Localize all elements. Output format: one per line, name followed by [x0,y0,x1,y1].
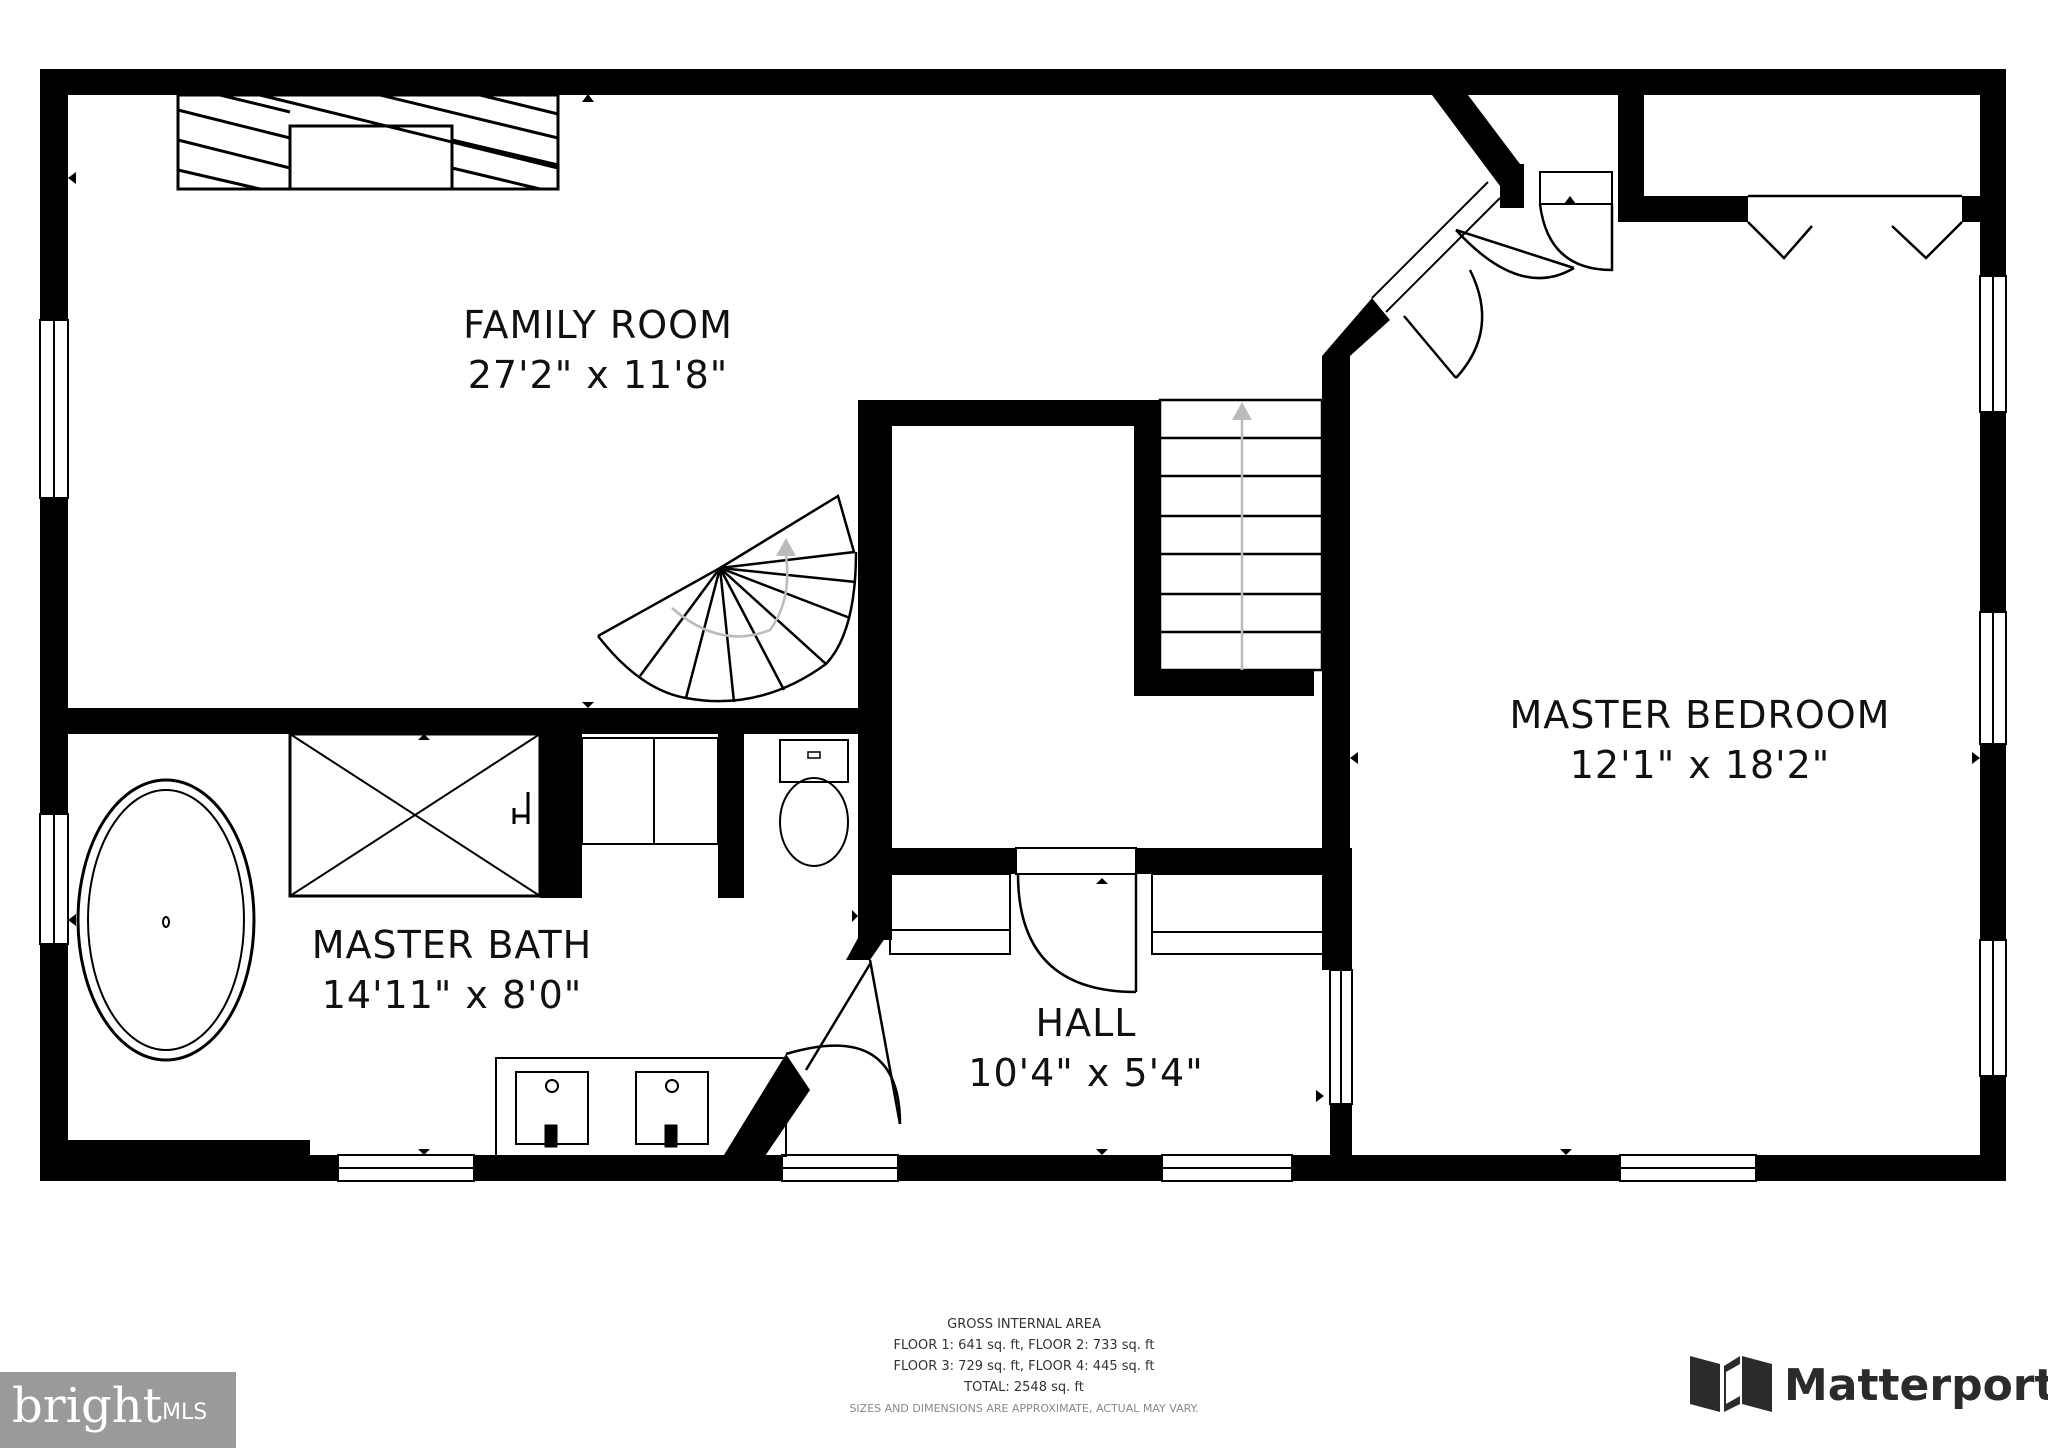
window-sills [53,276,1994,1169]
master-bedroom-dims: 12'1" x 18'2" [1570,743,1831,787]
wall-left [40,69,68,1181]
wall-diag-bedroom [1322,298,1390,356]
bathtub [76,778,256,1062]
wall-stair-top [858,400,1142,426]
spiral-stair [597,494,858,703]
hall-dims: 10'4" x 5'4" [968,1051,1203,1095]
area-summary: GROSS INTERNAL AREA FLOOR 1: 641 sq. ft,… [849,1317,1198,1415]
dimension-markers [68,94,1980,1155]
bright-mls-logo: bright MLS [0,1372,236,1448]
hall-closets [889,847,1331,955]
matterport-icon [1690,1356,1772,1412]
wall-bath-bottom-left [40,1140,310,1181]
area-line-2: FLOOR 3: 729 sq. ft, FLOOR 4: 445 sq. ft [894,1359,1155,1374]
matterport-logo: Matterport [1690,1356,2048,1412]
wall-stair-step [1134,670,1314,696]
wall-diag-top [1432,95,1520,186]
wall-closet-bottom [1618,196,1748,222]
wall-family-south [40,708,868,734]
mls-wordmark: MLS [162,1400,208,1425]
family-room-dims: 27'2" x 11'8" [468,353,729,397]
area-line-1: FLOOR 1: 641 sq. ft, FLOOR 2: 733 sq. ft [894,1338,1155,1353]
master-bath-name: MASTER BATH [312,923,593,967]
wall-shower-right [540,726,582,898]
master-bedroom-name: MASTER BEDROOM [1510,693,1891,737]
bath-fixtures [76,732,849,1157]
toilet-bowl [779,777,849,867]
wall-hall-east-upper [1330,848,1352,970]
wall-hall-diag-2 [846,916,892,960]
fireplace [176,93,560,191]
area-total: TOTAL: 2548 sq. ft [963,1380,1084,1395]
master-bath-dims: 14'11" x 8'0" [322,973,583,1017]
bright-wordmark: bright [12,1378,162,1434]
matterport-wordmark: Matterport [1784,1360,2048,1411]
wall-closet-bottom-2 [1962,196,2006,222]
area-heading: GROSS INTERNAL AREA [947,1317,1101,1332]
hall-name: HALL [1036,1001,1137,1045]
shower [288,732,542,898]
linen-closet [581,737,719,845]
toilet-tank [779,739,849,783]
wall-wc-divider [718,734,744,898]
wall-hall-east-lower [1330,1104,1352,1181]
wall-stair-inner [1134,400,1160,696]
wall-top [40,69,2006,95]
wall-hall-closet [1500,164,1524,208]
straight-stair [1158,398,1324,672]
vanity [495,1057,787,1157]
wall-hall-diag [708,1054,810,1181]
area-note: SIZES AND DIMENSIONS ARE APPROXIMATE, AC… [849,1402,1198,1415]
family-room-name: FAMILY ROOM [463,303,733,347]
room-labels: FAMILY ROOM 27'2" x 11'8" MASTER BEDROOM… [312,303,1891,1095]
